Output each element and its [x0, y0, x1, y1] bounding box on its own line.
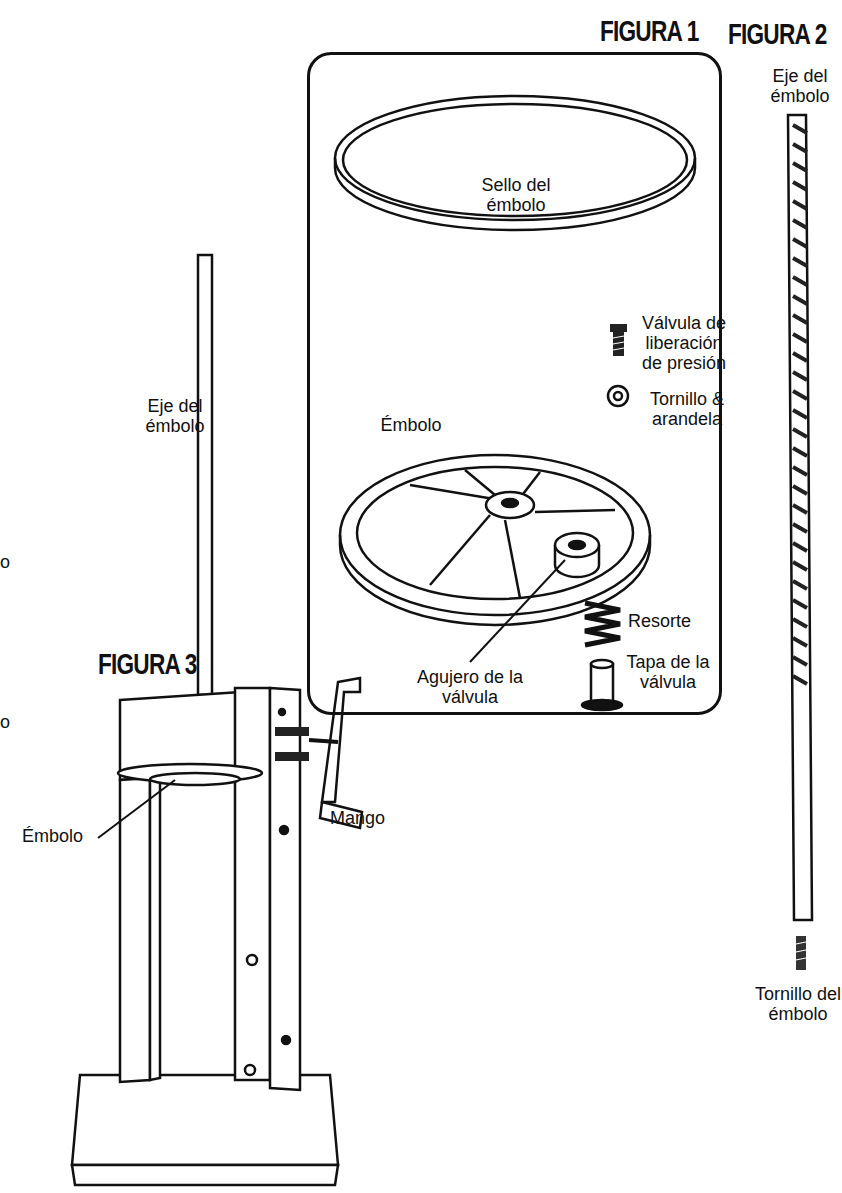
rack-tooth: [793, 410, 807, 418]
rack-tooth: [793, 220, 807, 228]
rack-tooth: [793, 372, 807, 380]
figure-heading: FIGURA 2: [728, 18, 829, 50]
plunger: [340, 455, 650, 625]
part-name: Válvula de liberación de presión: [638, 313, 730, 373]
part-name: Tornillo del émbolo: [754, 984, 842, 1024]
rack-tooth: [793, 505, 807, 513]
stuffer-frame: [72, 255, 338, 1185]
rack-tooth: [793, 467, 807, 475]
part-name: Émbolo: [366, 415, 456, 435]
rack-tooth: [793, 676, 807, 684]
part-name: Resorte: [628, 611, 708, 631]
part-name: Mango: [330, 808, 410, 828]
rack-tooth: [793, 182, 807, 190]
rack-tooth: [793, 315, 807, 323]
plunger-seal: [335, 96, 695, 230]
rack-tooth: [793, 524, 807, 532]
text-fragment: o: [0, 712, 20, 732]
rack-tooth: [793, 125, 807, 133]
rack-tooth: [793, 391, 807, 399]
rack-tooth: [793, 562, 807, 570]
rack-tooth: [793, 258, 807, 266]
leader-line: [470, 560, 565, 662]
part-name: Émbolo: [22, 826, 102, 846]
rack-tooth: [793, 201, 807, 209]
valve-cap: [582, 660, 622, 710]
washer: [608, 386, 628, 406]
plunger-shaft: [788, 115, 812, 970]
rack-tooth: [793, 638, 807, 646]
part-name: Sello del émbolo: [468, 175, 564, 215]
rack-tooth: [793, 144, 807, 152]
part-name: Tapa de la válvula: [626, 652, 710, 692]
rack-tooth: [793, 448, 807, 456]
text-fragment: o: [0, 552, 20, 572]
part-name: Agujero de la válvula: [406, 667, 534, 707]
crank-handle: [275, 678, 362, 828]
part-name: Tornillo & arandela: [644, 389, 730, 429]
rack-tooth: [793, 239, 807, 247]
part-name: Eje del émbolo: [132, 396, 218, 436]
rack-tooth: [793, 163, 807, 171]
figure-panel: FIGURA 1Sello del émboloVálvula de liber…: [307, 52, 722, 715]
leader-line: [98, 780, 175, 838]
part-name: Eje del émbolo: [757, 66, 842, 106]
rack-tooth: [793, 581, 807, 589]
rack-tooth: [793, 543, 807, 551]
figure-heading: FIGURA 3: [98, 648, 207, 680]
rack-tooth: [793, 600, 807, 608]
figure-heading: FIGURA 1: [600, 15, 709, 47]
rack-tooth: [793, 334, 807, 342]
rack-tooth: [793, 296, 807, 304]
rack-tooth: [793, 277, 807, 285]
rack-tooth: [793, 619, 807, 627]
rack-tooth: [793, 429, 807, 437]
rack-tooth: [793, 657, 807, 665]
rack-tooth: [793, 353, 807, 361]
rack-tooth: [793, 486, 807, 494]
pressure-valve-screw: [610, 324, 627, 356]
spring: [585, 603, 620, 645]
